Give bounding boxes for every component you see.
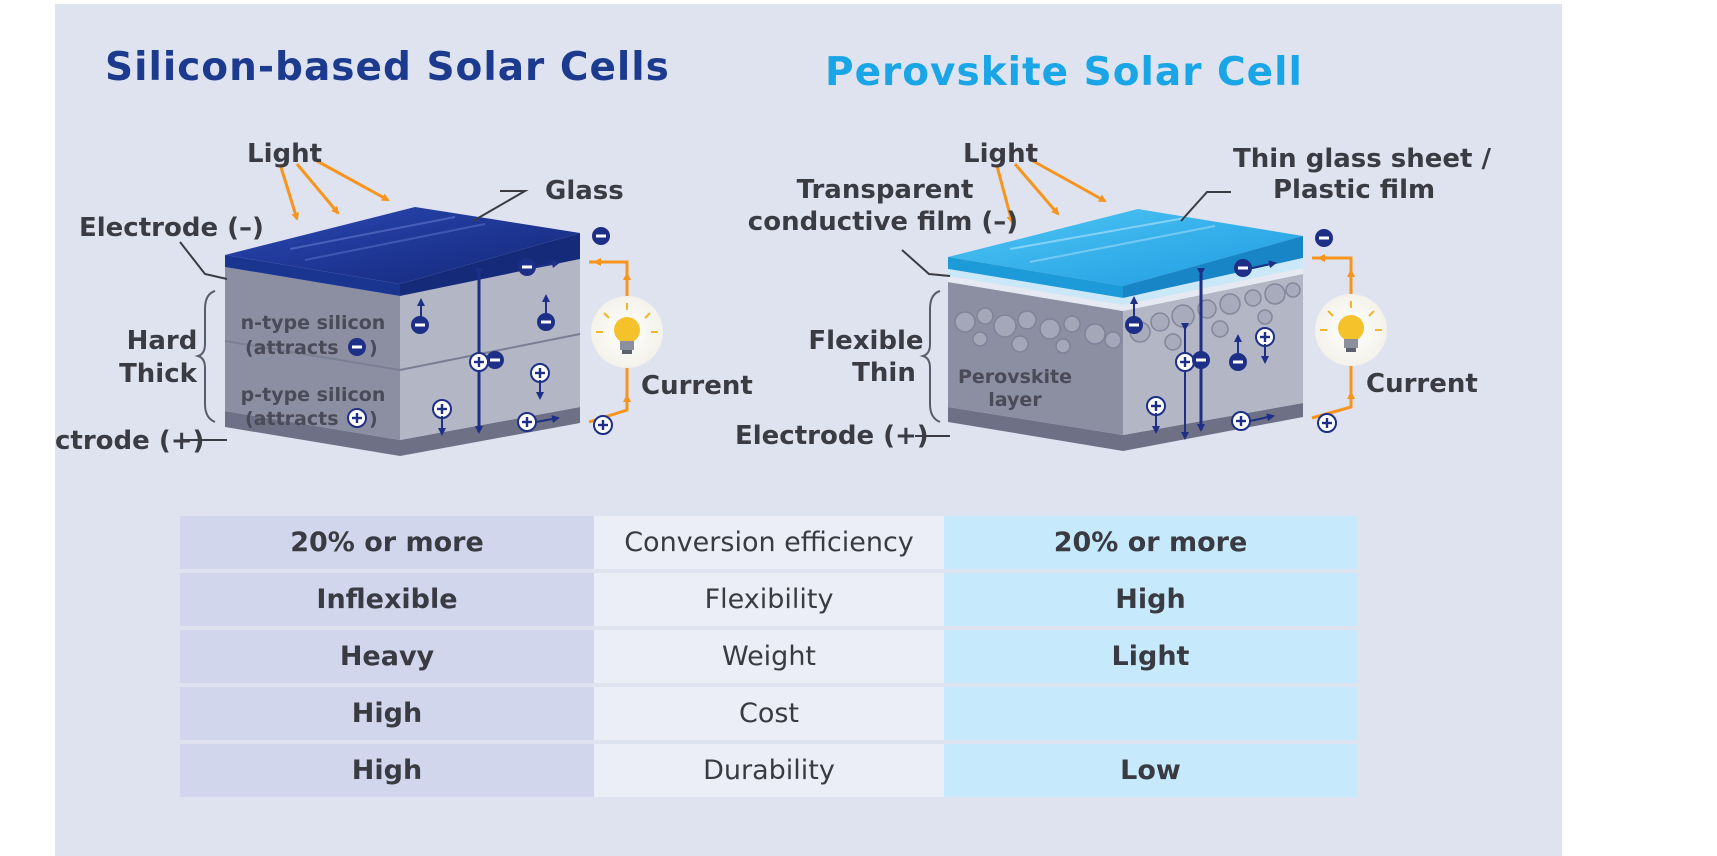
silicon-right-face <box>400 259 580 440</box>
table-row: Inflexible Flexibility High <box>180 571 1357 630</box>
p-type-attracts: (attracts <box>245 408 339 430</box>
perovskite-glass-label-1: Thin glass sheet / <box>1233 144 1492 174</box>
property-name: Flexibility <box>594 571 944 630</box>
perovskite-layer-label: Perovskite <box>958 366 1072 388</box>
lightbulb-icon <box>591 296 663 368</box>
silicon-glass-label: Glass <box>545 176 624 206</box>
perovskite-electrode-pos-label: Electrode (+) <box>735 421 929 451</box>
silicon-glass-top <box>225 207 580 284</box>
table-row: High Durability Low <box>180 742 1357 797</box>
table-row: Heavy Weight Light <box>180 628 1357 687</box>
perovskite-flexible-label: Flexible <box>808 326 923 356</box>
n-type-label: n-type silicon <box>241 312 386 334</box>
silicon-electrode-neg-label: Electrode (–) <box>79 213 264 243</box>
silicon-value: High <box>180 685 594 744</box>
perovskite-title: Perovskite Solar Cell <box>825 50 1303 95</box>
silicon-thick-label: Thick <box>119 359 198 389</box>
silicon-hard-label: Hard <box>127 326 198 356</box>
svg-text:layer: layer <box>988 389 1042 411</box>
property-name: Durability <box>594 742 944 797</box>
perovskite-film-label-2: conductive film (–) <box>748 207 1018 237</box>
perovskite-glass-label-2: Plastic film <box>1273 175 1435 205</box>
silicon-light-label: Light <box>247 139 322 169</box>
perovskite-cell: Perovskite layer Light Thin glass sheet … <box>735 139 1492 451</box>
silicon-value: Inflexible <box>180 571 594 630</box>
perovskite-glass-top <box>948 209 1303 286</box>
silicon-current-label: Current <box>641 371 753 401</box>
silicon-value: High <box>180 742 594 797</box>
comparison-table: 20% or more Conversion efficiency 20% or… <box>180 516 1357 797</box>
solar-cell-diagrams: Silicon-based Solar Cells Perovskite Sol… <box>55 45 1492 456</box>
table-row: 20% or more Conversion efficiency 20% or… <box>180 516 1357 573</box>
silicon-cell: n-type silicon (attracts ) p-type silico… <box>55 139 753 456</box>
perovskite-value: Low <box>944 742 1357 797</box>
table-row: High Cost <box>180 685 1357 744</box>
lightbulb-icon <box>1315 294 1387 366</box>
silicon-value: 20% or more <box>180 516 594 573</box>
p-type-label: p-type silicon <box>241 384 386 406</box>
perovskite-current-label: Current <box>1366 369 1478 399</box>
perovskite-value: High <box>944 571 1357 630</box>
svg-text:): ) <box>369 337 378 359</box>
perovskite-film-label-1: Transparent <box>797 175 974 205</box>
n-type-attracts: (attracts <box>245 337 339 359</box>
svg-text:): ) <box>369 408 378 430</box>
property-name: Conversion efficiency <box>594 516 944 573</box>
silicon-electrode-pos-label: ctrode (+) <box>55 426 204 456</box>
perovskite-value <box>944 685 1357 744</box>
perovskite-value: Light <box>944 628 1357 687</box>
perovskite-thin-label: Thin <box>852 358 916 388</box>
diagram-panel: Silicon-based Solar Cells Perovskite Sol… <box>55 4 1562 856</box>
property-name: Weight <box>594 628 944 687</box>
property-name: Cost <box>594 685 944 744</box>
silicon-left-face <box>225 267 400 440</box>
silicon-value: Heavy <box>180 628 594 687</box>
silicon-title: Silicon-based Solar Cells <box>105 45 670 90</box>
perovskite-light-label: Light <box>963 139 1038 169</box>
perovskite-value: 20% or more <box>944 516 1357 573</box>
